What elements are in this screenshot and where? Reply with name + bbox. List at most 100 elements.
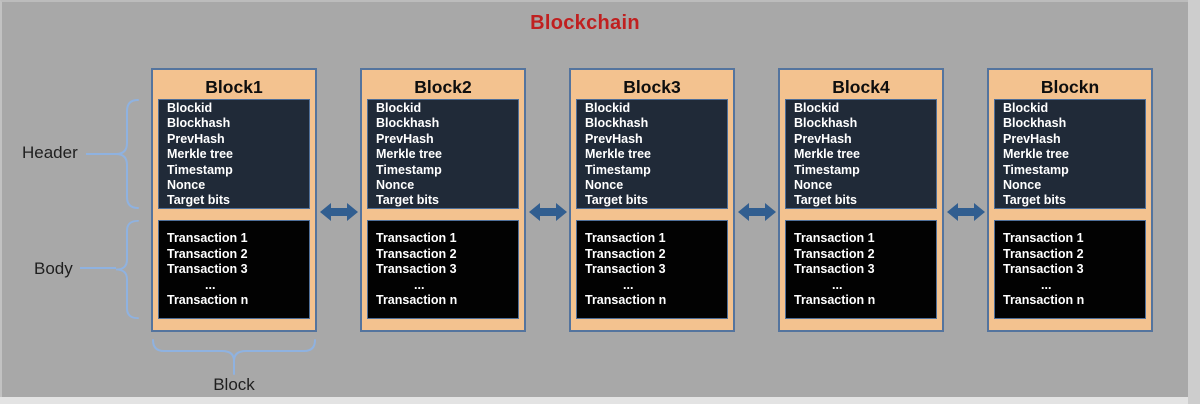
body-row: Transaction n (585, 293, 667, 307)
header-field: PrevHash (376, 131, 434, 146)
header-field: Merkle tree (794, 147, 861, 162)
header-field: Merkle tree (167, 147, 234, 162)
body-row: Transaction n (376, 293, 458, 307)
header-field: Nonce (794, 178, 833, 193)
body-row: ... (414, 277, 425, 292)
body-row: Transaction 2 (794, 246, 875, 261)
body-row: Transaction 1 (794, 231, 875, 245)
body-brace-icon (115, 220, 139, 319)
header-field: Target bits (1003, 193, 1066, 208)
body-row: Transaction 2 (585, 246, 666, 261)
header-field: Timestamp (585, 162, 651, 177)
header-field: Timestamp (167, 162, 233, 177)
block-title: Block2 (414, 77, 472, 97)
header-field: Blockhash (585, 116, 649, 131)
window-margin-right (1188, 0, 1200, 404)
body-brace-connector (80, 267, 116, 269)
header-field: Blockid (585, 101, 631, 115)
body-label: Body (34, 259, 73, 278)
header-field: Blockhash (794, 116, 858, 131)
block-title: Block3 (623, 77, 681, 97)
double-arrow-icon (737, 203, 776, 221)
header-field: Nonce (167, 178, 206, 193)
body-row: Transaction 3 (585, 262, 666, 276)
header-field: Blockid (376, 101, 422, 115)
header-field: Blockid (1003, 101, 1049, 115)
header-brace-icon (115, 99, 139, 209)
body-row: ... (205, 277, 216, 292)
window-margin-bottom (0, 397, 1188, 404)
body-row: ... (1041, 277, 1052, 292)
header-field: PrevHash (1003, 131, 1061, 146)
body-row: Transaction 3 (167, 262, 248, 276)
header-field: Blockid (794, 101, 840, 115)
header-field: Nonce (376, 178, 415, 193)
header-field: Blockhash (1003, 116, 1067, 131)
body-row: Transaction 3 (794, 262, 875, 276)
double-arrow-icon (946, 203, 985, 221)
header-field: Target bits (167, 193, 230, 208)
header-field: PrevHash (585, 131, 643, 146)
body-row: Transaction 3 (1003, 262, 1084, 276)
block-title: Block4 (832, 77, 890, 97)
body-row: Transaction 1 (585, 231, 666, 245)
header-field: Blockid (167, 101, 213, 115)
body-row: Transaction n (1003, 293, 1085, 307)
body-row: ... (623, 277, 634, 292)
header-field: Merkle tree (376, 147, 443, 162)
body-row: Transaction 3 (376, 262, 457, 276)
body-row: Transaction 1 (376, 231, 457, 245)
header-field: Nonce (1003, 178, 1042, 193)
block-link (735, 68, 778, 332)
header-field: Nonce (585, 178, 624, 193)
header-field: PrevHash (167, 131, 225, 146)
block-link (944, 68, 987, 332)
header-field: Timestamp (376, 162, 442, 177)
diagram-canvas: Blockchain Header Body Block Block1 Bloc… (0, 0, 1188, 397)
block-link (317, 68, 360, 332)
block-title: Block1 (205, 77, 263, 97)
diagram-title: Blockchain (530, 12, 640, 34)
body-row: Transaction 2 (376, 246, 457, 261)
double-arrow-icon (319, 203, 358, 221)
double-arrow-icon (528, 203, 567, 221)
body-row: Transaction 2 (1003, 246, 1084, 261)
block-brace-icon (152, 339, 316, 375)
header-field: Target bits (376, 193, 439, 208)
header-field: Target bits (794, 193, 857, 208)
header-field: Blockhash (167, 116, 231, 131)
body-row: Transaction 1 (1003, 231, 1084, 245)
body-row: ... (832, 277, 843, 292)
header-label: Header (22, 143, 78, 162)
body-row: Transaction n (794, 293, 876, 307)
body-row: Transaction n (167, 293, 249, 307)
header-field: Timestamp (1003, 162, 1069, 177)
header-field: Target bits (585, 193, 648, 208)
body-row: Transaction 1 (167, 231, 248, 245)
header-field: Merkle tree (585, 147, 652, 162)
header-field: Merkle tree (1003, 147, 1070, 162)
block-title: Blockn (1040, 77, 1100, 97)
header-brace-connector (86, 153, 116, 155)
header-field: Blockhash (376, 116, 440, 131)
body-row: Transaction 2 (167, 246, 248, 261)
block-link (526, 68, 569, 332)
header-field: Timestamp (794, 162, 860, 177)
header-field: PrevHash (794, 131, 852, 146)
